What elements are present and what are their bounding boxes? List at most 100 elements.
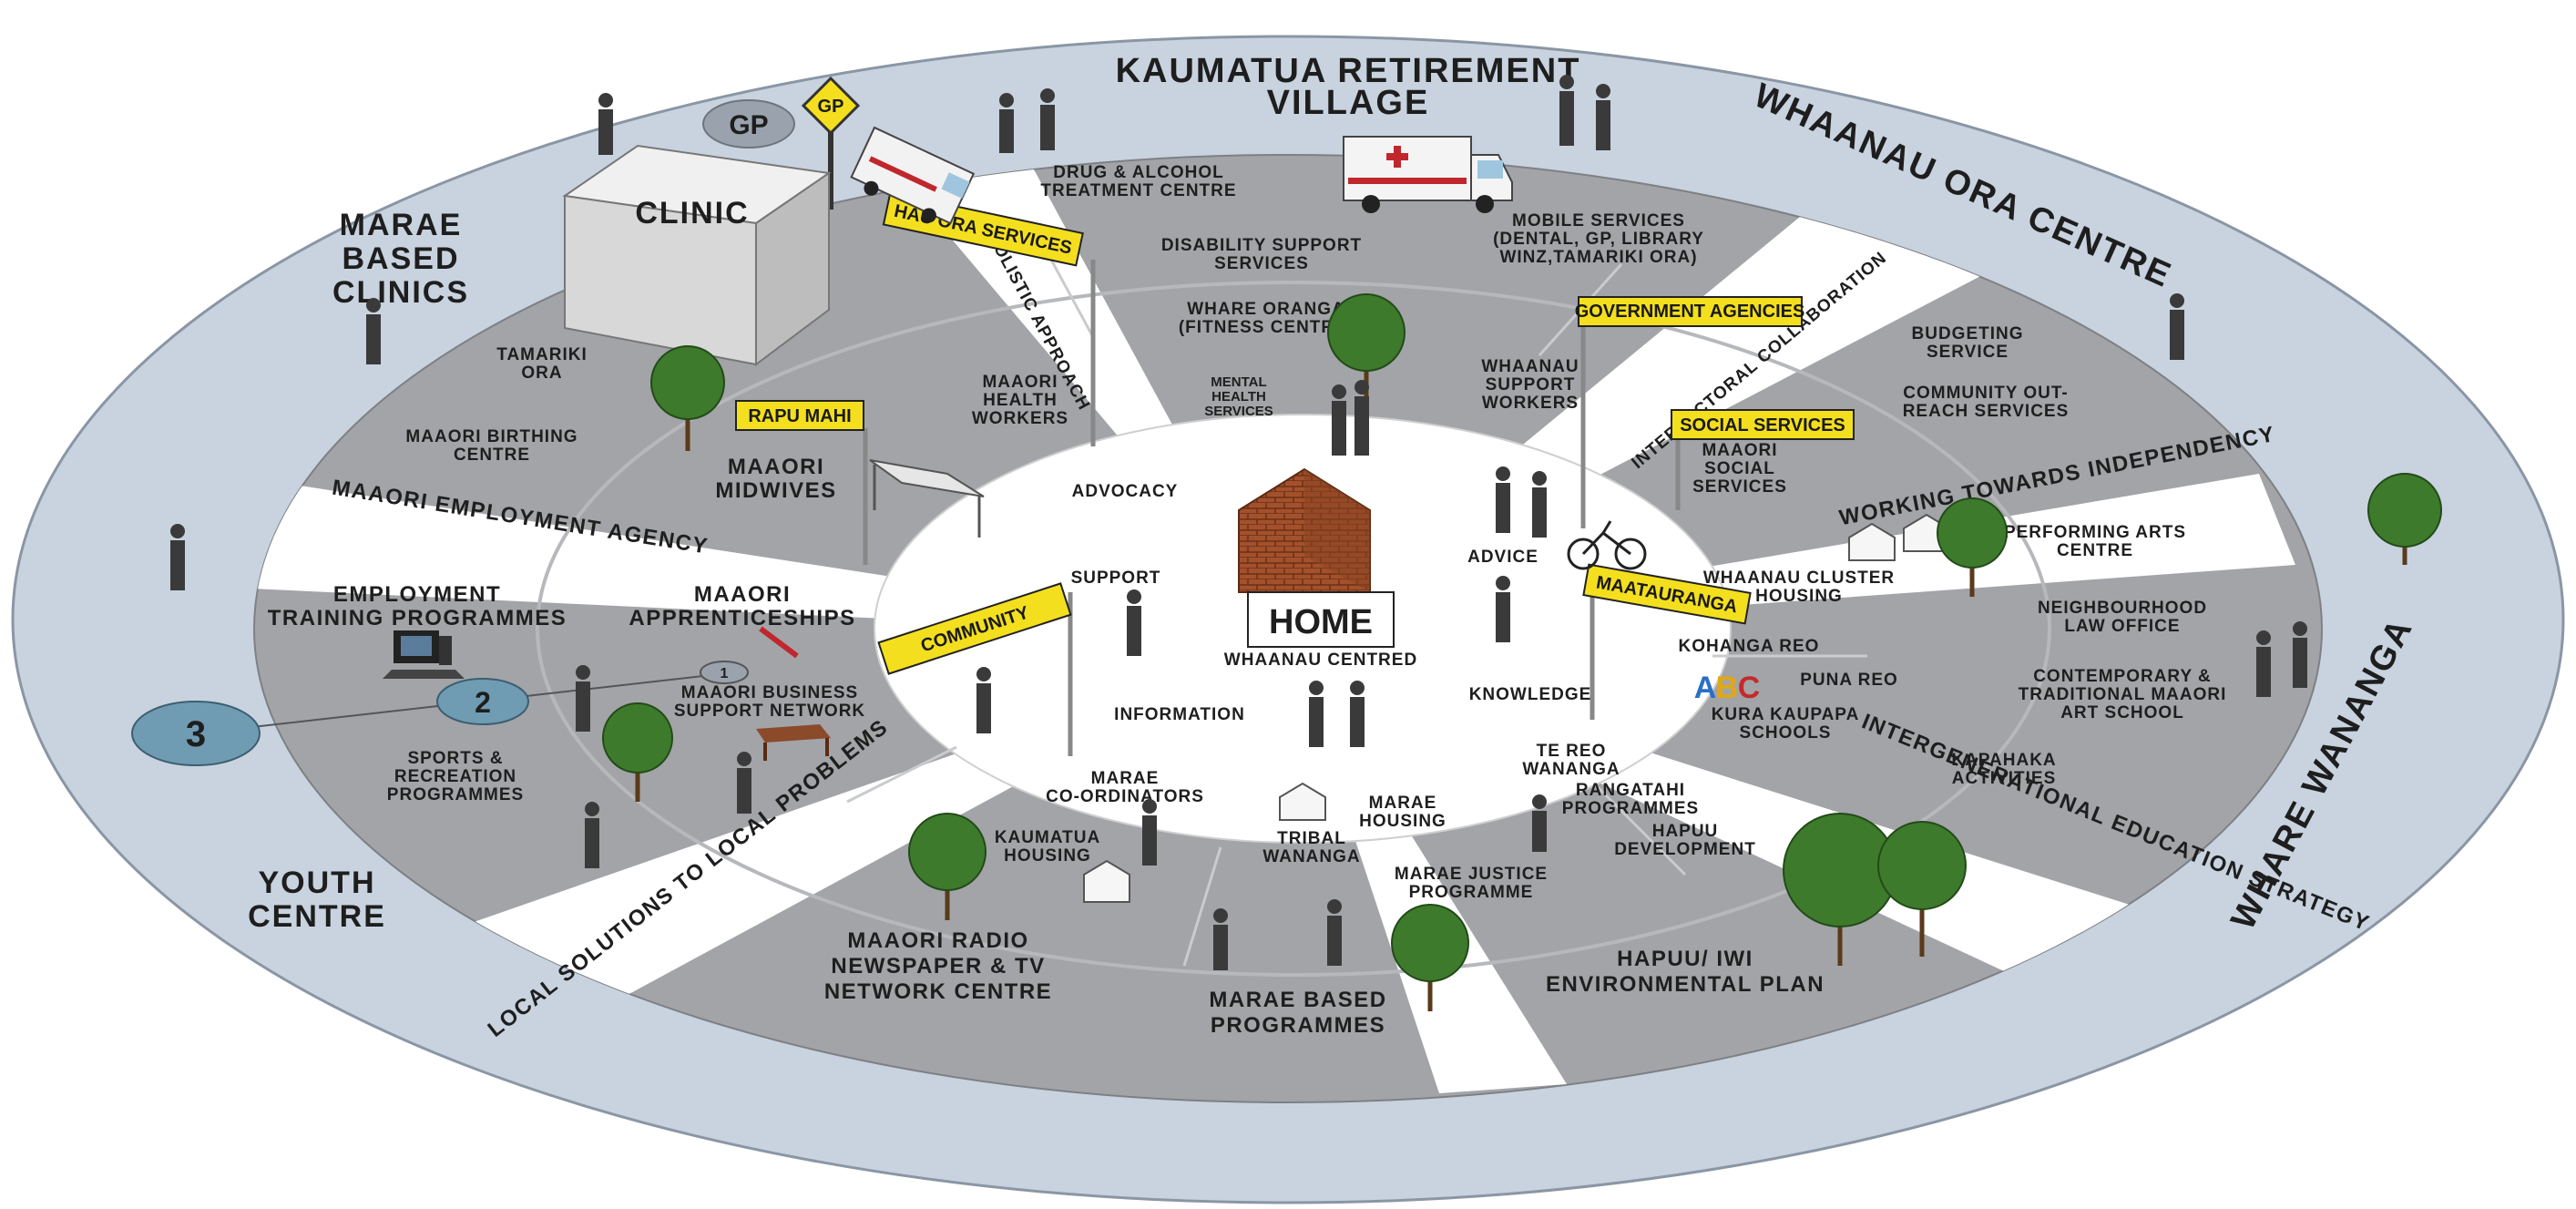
person-7: [2170, 293, 2184, 360]
budgeting-1: BUDGETING: [1912, 324, 2024, 343]
mobile-2: (DENTAL, GP, LIBRARY: [1493, 230, 1704, 249]
circle-2: [436, 678, 529, 725]
wrench: [759, 626, 799, 659]
health-workers-2: HEALTH: [983, 391, 1058, 410]
support-workers-1: WHAANAU: [1481, 357, 1579, 376]
person-1: [598, 93, 613, 155]
bicycle: [1567, 520, 1647, 570]
kapahaka-1: KAPAHAKA: [1951, 751, 2056, 770]
person-11: [1354, 380, 1369, 456]
advocacy-label: ADVOCACY: [1072, 482, 1179, 501]
hapuu-dev-2: DEVELOPMENT: [1614, 840, 1756, 859]
environmental-2: ENVIRONMENTAL PLAN: [1546, 972, 1825, 997]
person-23: [1532, 794, 1547, 852]
birthing-2: CENTRE: [454, 446, 530, 465]
marae-clinics-label-1: MARAE: [340, 208, 463, 242]
person-10: [1332, 384, 1346, 456]
maaori-social-3: SERVICES: [1692, 477, 1787, 497]
whare-oranga-1: WHARE ORANGA: [1187, 300, 1345, 319]
people: [170, 75, 2307, 970]
tree-local: [908, 813, 986, 920]
tree-clinic: [650, 345, 725, 451]
information-label: INFORMATION: [1114, 705, 1245, 724]
person-13: [1532, 471, 1547, 538]
marae-housing-2: HOUSING: [1359, 812, 1446, 831]
marae-programmes-2: PROGRAMMES: [1211, 1013, 1385, 1038]
house-cluster-1: [1848, 522, 1896, 561]
circle-3-text: 3: [186, 714, 206, 754]
performing-1: PERFORMING ARTS: [2004, 523, 2186, 542]
mobile-3: WINZ,TAMARIKI ORA): [1499, 248, 1697, 267]
support-workers-2: SUPPORT: [1486, 375, 1576, 394]
person-2: [999, 93, 1014, 153]
gp-bubble: [702, 99, 795, 149]
employment-1: EMPLOYMENT: [333, 582, 501, 607]
hospital-bed: [869, 459, 985, 538]
knowledge-label: KNOWLEDGE: [1469, 685, 1592, 704]
house-tribal: [1279, 782, 1326, 821]
art-1: CONTEMPORARY &: [2033, 667, 2212, 686]
person-9: [585, 802, 599, 868]
circle-1: [700, 661, 749, 684]
home-label: HOME: [1269, 603, 1373, 641]
rangatahi-1: RANGATAHI: [1576, 781, 1685, 800]
whare-oranga-2: (FITNESS CENTRE): [1179, 318, 1354, 337]
tree-environment-1: [1783, 813, 1897, 966]
outreach-2: REACH SERVICES: [1903, 402, 2070, 421]
performing-2: CENTRE: [2057, 541, 2133, 560]
budgeting-2: SERVICE: [1927, 343, 2009, 362]
midwives-1: MAAORI: [728, 455, 824, 479]
health-workers-1: MAAORI: [982, 373, 1058, 392]
hapuu-dev-1: HAPUU: [1652, 822, 1719, 841]
sports-1: SPORTS &: [407, 749, 503, 768]
tree-right: [2367, 473, 2442, 565]
person-8: [170, 524, 185, 590]
person-3: [1040, 88, 1055, 150]
birthing-1: MAAORI BIRTHING: [405, 427, 578, 446]
kaumatua-housing-2: HOUSING: [1004, 846, 1091, 866]
tree-cluster: [1937, 497, 2008, 597]
te-reo-2: WANANGA: [1522, 760, 1620, 779]
art-2: TRADITIONAL MAAORI: [2019, 685, 2227, 704]
radio-2: NEWSPAPER & TV: [831, 954, 1045, 978]
business-1: MAAORI BUSINESS: [681, 683, 858, 702]
support-label: SUPPORT: [1071, 569, 1161, 588]
sign-government-text: GOVERNMENT AGENCIES: [1575, 302, 1805, 322]
tamariki-1: TAMARIKI: [496, 345, 587, 364]
marae-clinics-label-2: BASED: [342, 241, 459, 276]
outreach-1: COMMUNITY OUT-: [1903, 384, 2068, 403]
abc-c: C: [1738, 671, 1761, 705]
drug-alcohol-2: TREATMENT CENTRE: [1040, 181, 1236, 200]
gp-sign-text: GP: [818, 97, 844, 117]
justice-2: PROGRAMME: [1409, 883, 1534, 902]
tribal-1: TRIBAL: [1277, 829, 1346, 848]
tamariki-2: ORA: [521, 364, 562, 383]
radio-1: MAAORI RADIO: [847, 928, 1028, 953]
environmental-1: HAPUU/ IWI: [1617, 947, 1753, 971]
employment-2: TRAINING PROGRAMMES: [268, 606, 567, 630]
person-17: [1350, 681, 1365, 747]
justice-1: MARAE JUSTICE: [1395, 865, 1548, 884]
person-22: [2256, 630, 2271, 697]
mental-health-2: HEALTH: [1211, 389, 1266, 405]
circle-2-text: 2: [475, 686, 491, 719]
person-18: [1142, 799, 1157, 866]
person-15: [1127, 589, 1141, 656]
person-6: [366, 298, 381, 364]
person-12: [1496, 466, 1510, 533]
law-2: LAW OFFICE: [2064, 617, 2180, 636]
bench: [756, 724, 831, 761]
person-19: [1213, 908, 1228, 970]
inner-band: [536, 281, 2051, 977]
health-workers-3: WORKERS: [972, 409, 1068, 428]
midwives-2: MIDWIVES: [715, 478, 836, 503]
mental-health-3: SERVICES: [1204, 404, 1273, 419]
abc-a: A: [1694, 671, 1717, 705]
kohanga: KOHANGA REO: [1679, 637, 1820, 656]
sign-social-text: SOCIAL SERVICES: [1680, 415, 1845, 435]
house-kaumatua: [1083, 859, 1130, 903]
person-24: [576, 665, 590, 732]
circle-3: [131, 701, 261, 766]
mental-health-1: MENTAL: [1211, 374, 1266, 390]
kaumatua-label-1: KAUMATUA RETIREMENT: [1116, 52, 1581, 90]
